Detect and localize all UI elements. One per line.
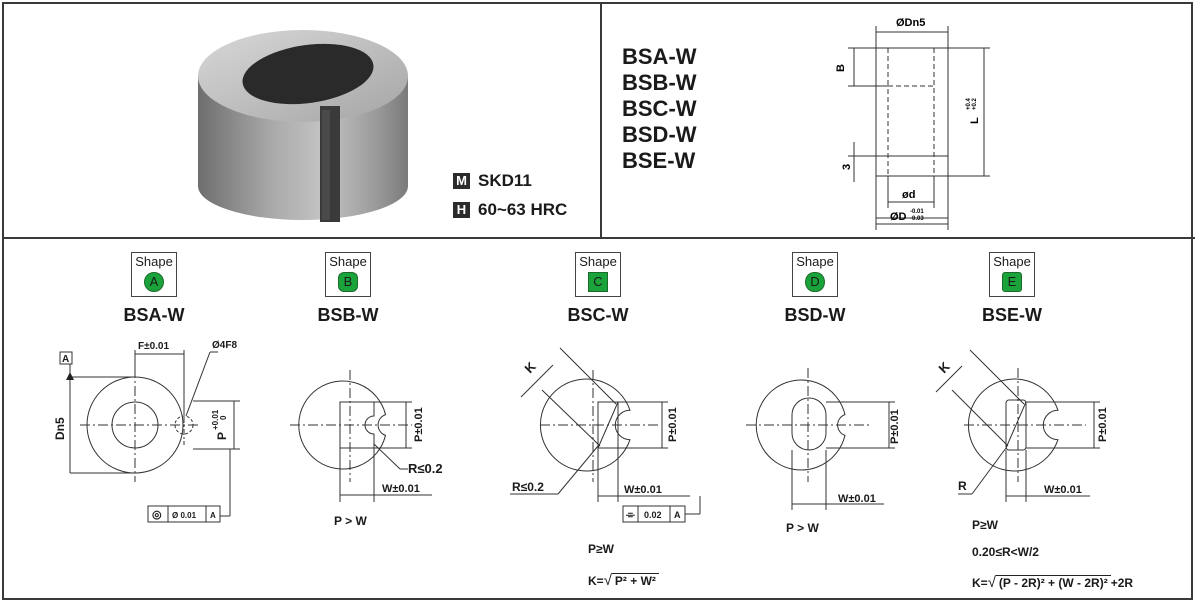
dim-dn5: ØDn5: [896, 17, 925, 29]
shape-d-icon: D: [805, 272, 825, 292]
dim-D-tol-upper: -0.01: [910, 209, 924, 215]
e-p-dim: P±0.01: [1097, 407, 1109, 442]
b-r-dim: R≤0.2: [408, 461, 443, 476]
c-note-1: P≥W: [588, 542, 614, 556]
dim-l: L: [969, 117, 981, 124]
drawing-shape-b: P±0.01 R≤0.2 W±0.01 P > W: [290, 370, 443, 528]
material-row: M SKD11: [453, 171, 532, 191]
shape-b-header: Shape B BSB-W: [293, 252, 403, 326]
section-drawing: ØDn5 B L +0.4 +0.2 3 ød ØD -0.01 -0.03: [835, 17, 990, 230]
drawing-shape-c: K P±0.01 R≤0.2 W±0.01 ⌯ 0.02 A: [510, 347, 701, 523]
shape-badge: Shape A: [131, 252, 177, 297]
bushing-photo: [198, 30, 408, 222]
shape-badge: Shape C: [575, 252, 621, 297]
drawing-shape-a: A F±0.01 Ø4F8 Dn5 P +0.01 0 ◎ Ø 0.01 A: [53, 340, 240, 523]
c-note-2-prefix: K=: [588, 574, 604, 588]
c-gdt-value: 0.02: [644, 510, 662, 520]
a-gdt-ref: A: [210, 511, 216, 520]
shape-badge-label: Shape: [796, 254, 834, 269]
shape-b-icon: B: [338, 272, 358, 292]
shape-c-icon: C: [588, 272, 608, 292]
shape-badge-label: Shape: [135, 254, 173, 269]
e-note-1: P≥W: [972, 518, 998, 532]
a-p-dim: P: [215, 432, 229, 440]
dim-3: 3: [841, 164, 853, 170]
hardness-row: H 60~63 HRC: [453, 200, 567, 220]
e-note-3-expr: (P - 2R)² + (W - 2R)²: [995, 575, 1111, 590]
c-gdt-symbol: ⌯: [625, 509, 635, 521]
section-divider-horizontal: [2, 237, 1195, 239]
shape-e-icon: E: [1002, 272, 1022, 292]
d-note: P > W: [786, 521, 819, 535]
shape-model-title: BSA-W: [123, 305, 185, 325]
c-note-2-expr: P² + W²: [611, 573, 659, 588]
model-list-item: BSA-W: [622, 44, 697, 69]
material-badge: M: [453, 173, 470, 189]
shape-c-header: Shape C BSC-W: [543, 252, 653, 326]
section-divider-vertical: [600, 2, 602, 238]
shape-badge: Shape E: [989, 252, 1035, 297]
shape-model-title: BSC-W: [567, 305, 629, 325]
e-r-dim: R: [958, 479, 967, 493]
c-gdt-ref: A: [674, 510, 681, 520]
shape-badge-label: Shape: [993, 254, 1031, 269]
hardness-value: 60~63 HRC: [478, 200, 568, 219]
a-hole-dim: Ø4F8: [212, 340, 237, 351]
e-note-3-prefix: K=: [972, 576, 988, 590]
e-w-dim: W±0.01: [1044, 484, 1082, 496]
dim-D-tol-lower: -0.03: [910, 216, 924, 222]
e-note-2: 0.20≤R<W/2: [972, 545, 1039, 559]
material-value: SKD11: [478, 171, 532, 190]
dim-l-tol-upper: +0.4: [966, 97, 972, 110]
e-k-dim: K: [936, 358, 954, 376]
drawing-shape-e: K P±0.01 R W±0.01: [936, 349, 1109, 502]
shape-a-icon: A: [144, 272, 164, 292]
shape-model-title: BSE-W: [982, 305, 1042, 325]
shape-e-header: Shape E BSE-W: [957, 252, 1067, 326]
shape-model-title: BSB-W: [317, 305, 379, 325]
e-note-3-suffix: +2R: [1110, 576, 1134, 590]
shape-d-header: Shape D BSD-W: [760, 252, 870, 326]
b-p-dim: P±0.01: [413, 407, 425, 442]
dim-d: ød: [902, 189, 915, 201]
a-dn5-dim: Dn5: [53, 417, 67, 440]
a-gdt-symbol: ◎: [152, 509, 162, 521]
a-p-tol-upper: +0.01: [211, 409, 220, 430]
dim-D: ØD: [890, 211, 907, 223]
c-r-dim: R≤0.2: [512, 480, 544, 494]
model-list-item: BSD-W: [622, 122, 697, 147]
d-p-dim: P±0.01: [889, 409, 901, 444]
model-list-item: BSC-W: [622, 96, 697, 121]
a-gdt-value: Ø 0.01: [172, 511, 197, 520]
shape-drawings: A F±0.01 Ø4F8 Dn5 P +0.01 0 ◎ Ø 0.01 A P…: [53, 340, 1109, 535]
shape-model-title: BSD-W: [784, 305, 846, 325]
hardness-badge: H: [453, 202, 470, 218]
a-f-dim: F±0.01: [138, 341, 169, 352]
section-outline: [875, 47, 949, 219]
shape-badge-label: Shape: [329, 254, 367, 269]
c-w-dim: W±0.01: [624, 484, 662, 496]
d-w-dim: W±0.01: [838, 493, 876, 505]
model-list: BSA-W BSB-W BSC-W BSD-W BSE-W: [622, 44, 697, 174]
a-datum-label: A: [62, 354, 69, 365]
c-k-dim: K: [522, 358, 540, 376]
dim-l-tol-lower: +0.2: [972, 97, 978, 110]
model-list-item: BSB-W: [622, 70, 697, 95]
a-p-tol-lower: 0: [219, 415, 228, 420]
c-p-dim: P±0.01: [667, 407, 679, 442]
drawing-shape-d: P±0.01 W±0.01 P > W: [746, 368, 901, 535]
shape-badge-label: Shape: [579, 254, 617, 269]
c-note-2: K=√P² + W²: [588, 572, 659, 589]
b-w-dim: W±0.01: [382, 483, 420, 495]
shape-a-header: Shape A BSA-W: [99, 252, 209, 326]
b-note: P > W: [334, 514, 367, 528]
dim-b: B: [835, 64, 847, 72]
shape-badge: Shape B: [325, 252, 371, 297]
e-note-3: K=√(P - 2R)² + (W - 2R)²+2R: [972, 574, 1134, 591]
model-list-item: BSE-W: [622, 148, 696, 173]
shape-badge: Shape D: [792, 252, 838, 297]
